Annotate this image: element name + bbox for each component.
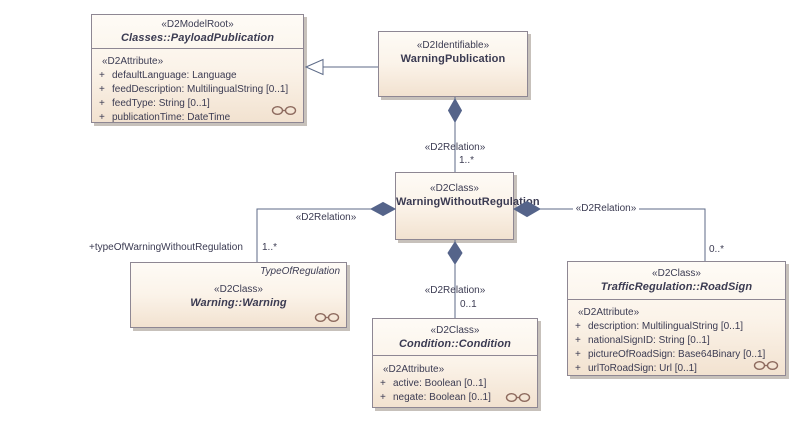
visibility: + [99, 98, 105, 109]
visibility: + [575, 321, 581, 332]
relation-stereotype-label: «D2Relation» [295, 212, 357, 223]
payload-attr-stereotype: «D2Attribute» [102, 56, 164, 67]
visibility: + [380, 378, 386, 389]
attribute-row: + urlToRoadSign: Url [0..1] [574, 362, 781, 376]
attribute-row: + feedDescription: MultilingualString [0.… [98, 83, 299, 97]
composition-diamond-icon [447, 97, 463, 124]
road-sign-attr-stereotype: «D2Attribute» [578, 307, 640, 318]
road-sign-stereotype: «D2Class» [652, 268, 701, 279]
attribute-text: defaultLanguage: Language [112, 70, 237, 81]
spectacles-icon [314, 312, 340, 323]
visibility: + [99, 70, 105, 81]
attribute-row: + active: Boolean [0..1] [379, 377, 533, 391]
relation-stereotype-label: «D2Relation» [424, 142, 486, 153]
attribute-text: negate: Boolean [0..1] [393, 392, 491, 403]
warning-stereotype: «D2Class» [214, 284, 263, 295]
attribute-row: + feedType: String [0..1] [98, 97, 299, 111]
warning-corner-label: TypeOfRegulation [260, 266, 340, 277]
attribute-row: + defaultLanguage: Language [98, 69, 299, 83]
attribute-row: + description: MultilingualString [0..1] [574, 320, 781, 334]
relation-stereotype-text: «D2Relation» [572, 203, 640, 214]
multiplicity-label: 0..* [709, 244, 725, 255]
warning-name: Warning::Warning [190, 297, 287, 309]
attribute-row: + publicationTime: DateTime [98, 111, 299, 125]
generalization-triangle-icon [304, 58, 324, 76]
wwr-stereotype: «D2Class» [430, 183, 479, 194]
payload-name: Classes::PayloadPublication [120, 32, 275, 44]
visibility: + [99, 112, 105, 123]
multiplicity-label: 1..* [459, 155, 475, 166]
wwr-name: WarningWithoutRegulation [396, 196, 540, 208]
warning-publication-name: WarningPublication [400, 53, 506, 65]
visibility: + [575, 335, 581, 346]
attribute-text: feedDescription: MultilingualString [0..… [112, 84, 289, 95]
attribute-text: urlToRoadSign: Url [0..1] [588, 363, 697, 374]
attribute-text: publicationTime: DateTime [112, 112, 231, 123]
visibility: + [575, 349, 581, 360]
attribute-text: active: Boolean [0..1] [393, 378, 487, 389]
class-payload-publication[interactable]: «D2ModelRoot» Classes::PayloadPublicatio… [91, 14, 304, 123]
attribute-row: + nationalSignID: String [0..1] [574, 334, 781, 348]
class-warning-without-regulation[interactable]: «D2Class» WarningWithoutRegulation [395, 172, 540, 240]
multiplicity-label: 0..1 [460, 299, 477, 310]
road-sign-name: TrafficRegulation::RoadSign [600, 281, 753, 293]
relation-stereotype-label: «D2Relation» [556, 203, 656, 214]
attribute-row: + pictureOfRoadSign: Base64Binary [0..1] [574, 348, 781, 362]
attribute-text: nationalSignID: String [0..1] [588, 335, 710, 346]
condition-name: Condition::Condition [399, 338, 511, 350]
spectacles-icon [505, 392, 531, 403]
visibility: + [380, 392, 386, 403]
relation-stereotype-label: «D2Relation» [424, 285, 486, 296]
class-road-sign[interactable]: «D2Class» TrafficRegulation::RoadSign «D… [567, 261, 786, 376]
condition-attr-stereotype: «D2Attribute» [383, 364, 445, 375]
class-warning-publication[interactable]: «D2Identifiable» WarningPublication [378, 31, 528, 97]
condition-stereotype: «D2Class» [430, 325, 480, 336]
attribute-text: description: MultilingualString [0..1] [588, 321, 744, 332]
class-condition[interactable]: «D2Class» Condition::Condition «D2Attrib… [372, 318, 538, 408]
multiplicity-label: 1..* [262, 242, 278, 253]
attribute-text: feedType: String [0..1] [112, 98, 210, 109]
role-label: +typeOfWarningWithoutRegulation [89, 242, 243, 253]
class-warning[interactable]: TypeOfRegulation «D2Class» Warning::Warn… [130, 262, 347, 328]
warning-publication-stereotype: «D2Identifiable» [416, 40, 490, 51]
spectacles-icon [753, 360, 779, 371]
spectacles-icon [271, 105, 297, 116]
payload-stereotype: «D2ModelRoot» [161, 19, 234, 30]
generalization-warningpublication-payloadpublication[interactable] [304, 58, 378, 76]
visibility: + [575, 363, 581, 374]
composition-diamond-icon [447, 241, 463, 265]
attribute-text: pictureOfRoadSign: Base64Binary [0..1] [588, 349, 766, 360]
attribute-row: + negate: Boolean [0..1] [379, 391, 533, 405]
visibility: + [99, 84, 105, 95]
